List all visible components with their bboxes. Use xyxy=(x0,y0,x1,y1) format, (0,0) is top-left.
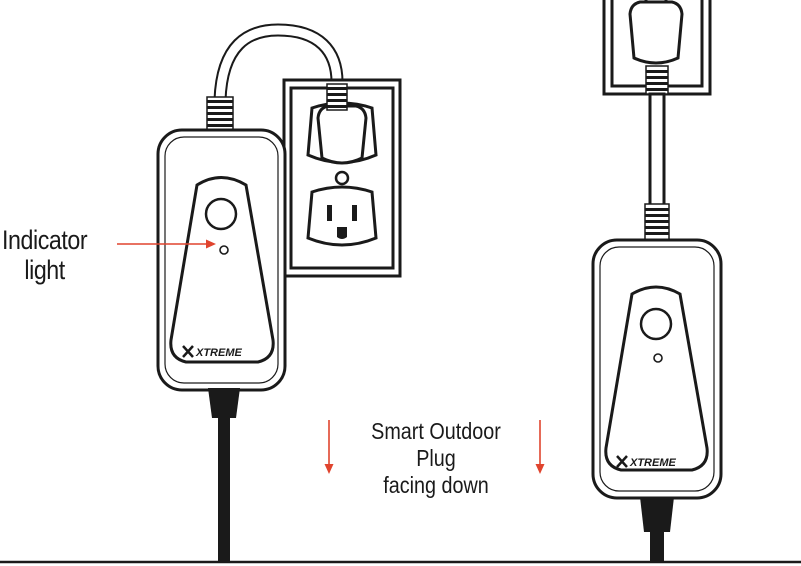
left-bottom-cable xyxy=(208,388,240,562)
caption-line2: facing down xyxy=(383,472,489,499)
wall-outlet-icon xyxy=(306,185,378,247)
down-arrow-icon xyxy=(324,420,334,474)
down-arrow-icon-right xyxy=(535,420,545,474)
right-indicator-light xyxy=(653,353,663,363)
left-smart-plug-device: XTREME xyxy=(156,128,287,392)
xtreme-logo-icon-right: XTREME xyxy=(616,455,677,469)
left-power-button xyxy=(204,197,238,231)
svg-text:XTREME: XTREME xyxy=(195,347,243,359)
indicator-label-line1: Indicator xyxy=(2,225,88,255)
caption: Smart Outdoor Plug facing down xyxy=(350,418,522,499)
right-cord xyxy=(644,92,670,241)
left-plug xyxy=(316,83,368,165)
indicator-light-label: Indicator light xyxy=(2,225,88,285)
left-device-strain-relief xyxy=(206,96,234,131)
right-smart-plug-device: XTREME xyxy=(591,238,723,500)
indicator-label-line2: light xyxy=(24,255,65,285)
right-power-button xyxy=(639,307,673,341)
svg-text:XTREME: XTREME xyxy=(629,457,677,469)
right-plug xyxy=(628,0,684,95)
xtreme-logo-icon: XTREME xyxy=(182,345,243,359)
right-bottom-cable xyxy=(640,497,674,562)
caption-line1: Smart Outdoor Plug xyxy=(371,418,501,472)
left-indicator-light xyxy=(219,245,229,255)
indicator-pointer-arrow xyxy=(117,239,216,249)
